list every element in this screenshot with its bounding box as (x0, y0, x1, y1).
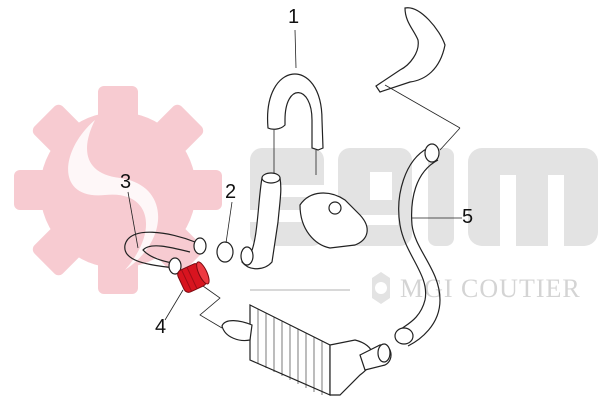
callout-3[interactable]: 3 (120, 171, 132, 193)
watermark-company-name: MGI COUTIER (400, 274, 581, 303)
callout-1[interactable]: 1 (288, 6, 300, 28)
callout-5[interactable]: 5 (462, 206, 474, 228)
callout-2[interactable]: 2 (225, 181, 237, 203)
callout-4[interactable]: 4 (155, 316, 167, 338)
